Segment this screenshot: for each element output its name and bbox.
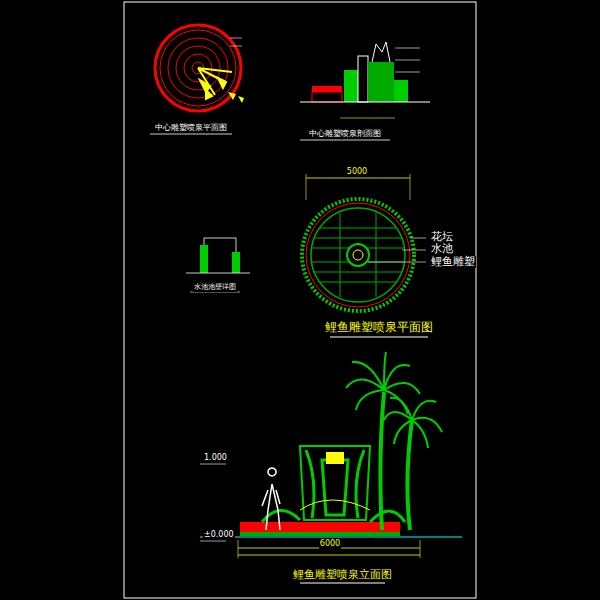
drawing-label: 中心雕塑喷泉剖面图 <box>308 130 382 139</box>
fountain-plan <box>302 174 428 337</box>
drawing-label: 中心雕塑喷泉平面图 <box>154 124 228 133</box>
center-section <box>300 42 430 140</box>
drawing-label: 1.000 <box>203 454 228 463</box>
wall-detail <box>186 238 250 292</box>
drawing-label: ±0.000 <box>203 531 235 540</box>
drawing-label: 水池 <box>430 243 454 255</box>
sheet-frame <box>124 2 476 598</box>
drawing-label: 鲤鱼雕塑 <box>430 256 476 268</box>
drawing-label: 水池池壁详图 <box>193 284 237 292</box>
drawing-label: 5000 <box>346 168 368 177</box>
drawing-label: 鲤鱼雕塑喷泉立面图 <box>292 569 393 581</box>
fountain-elevation <box>200 352 462 583</box>
drawing-label: 6000 <box>319 540 341 549</box>
center-plan <box>150 25 244 134</box>
drawing-label: 花坛 <box>430 231 454 243</box>
drawing-label: 鲤鱼雕塑喷泉平面图 <box>324 321 434 334</box>
